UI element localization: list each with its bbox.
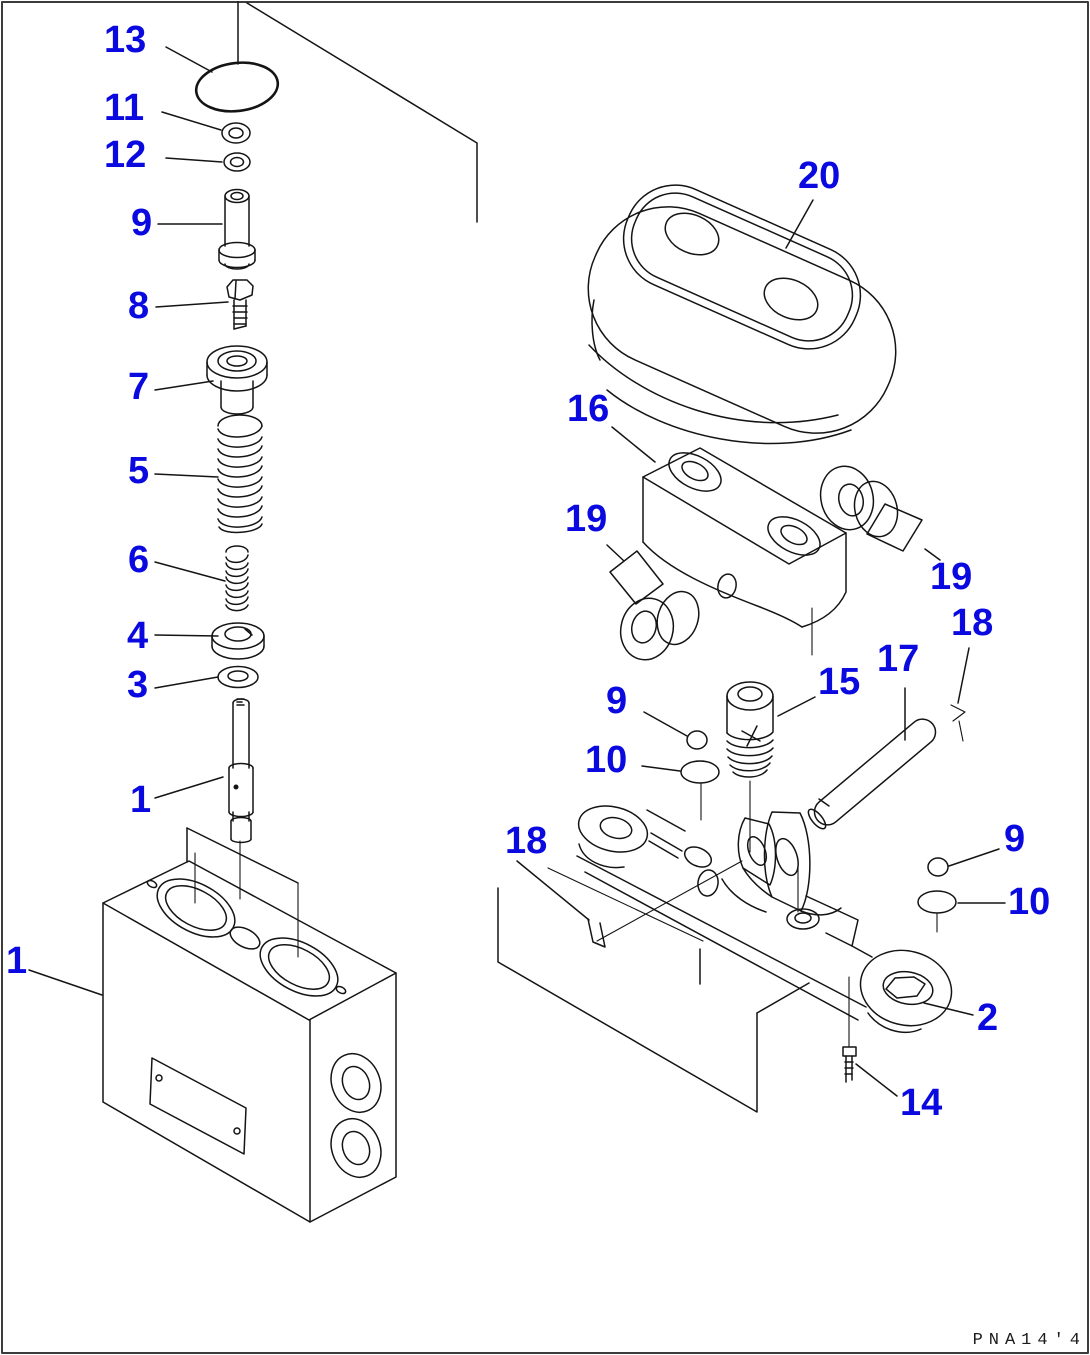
leader-line-9b [643,711,688,737]
part-label-14: 14 [900,1082,942,1124]
part-7-bushing [206,345,268,415]
part-3-washer [217,665,259,689]
part-label-6: 6 [128,539,149,581]
part-20-cover [587,184,897,445]
part-1-spool [228,698,254,900]
part-label-18b: 18 [505,820,547,862]
part-10-seat-center [680,760,720,821]
part-14-bolt [842,976,857,1083]
part-9-ball-right [927,857,949,877]
leader-line-16 [611,426,656,463]
part-label-10b: 10 [1008,881,1050,923]
part-1-valve-body [102,860,397,1223]
leader-line-4 [154,634,219,637]
part-label-9b: 9 [606,680,627,722]
part-label-7: 7 [128,366,149,408]
part-label-9c: 9 [1004,818,1025,860]
part-label-16: 16 [567,388,609,430]
part-13-boot [194,61,280,113]
part-label-1b: 1 [6,940,27,982]
part-11-washer [221,122,251,144]
part-17-pin [807,718,937,830]
leader-line-18a [957,647,970,704]
part-4-retainer [211,622,265,660]
leader-line-6 [154,561,226,582]
part-label-4: 4 [127,615,148,657]
part-label-10a: 10 [585,739,627,781]
part-label-2: 2 [977,997,998,1039]
leader-line-19a [606,544,625,562]
leader-line-14 [855,1063,898,1097]
leader-line-20 [785,199,814,249]
part-label-15: 15 [818,661,860,703]
part-label-12: 12 [104,134,146,176]
leader-line-7 [154,380,214,391]
part-9-bushing [218,188,256,270]
leader-line-12 [165,157,223,163]
part-19-roller-right [819,465,923,552]
part-2-base-plate [576,805,953,1033]
leader-line-19b [924,548,941,561]
part-12-washer [223,152,251,172]
leader-line-5 [154,473,219,478]
part-label-17: 17 [877,638,919,680]
leader-line-9c [948,848,1000,867]
leader-line-18b [516,860,590,921]
part-label-1a: 1 [130,779,151,821]
leader-line-8 [155,301,229,308]
sheet-lines-left [186,827,299,958]
part-5-spring [217,414,263,534]
pin-marks-18-left [547,860,743,948]
part-15-plug [726,681,774,853]
part-16-block [642,447,847,656]
part-label-18a: 18 [951,602,993,644]
part-8-bolt [226,279,254,330]
part-label-3: 3 [127,664,148,706]
part-9-ball-center [686,730,708,750]
leader-line-10a [641,765,681,772]
part-label-19a: 19 [565,498,607,540]
panel-outline-bottom [497,887,810,1113]
leader-line-1b [28,969,103,996]
part-label-20: 20 [798,155,840,197]
leader-line-13 [165,46,213,73]
leader-line-3 [154,676,219,689]
part-label-5: 5 [128,450,149,492]
part-label-8: 8 [128,285,149,327]
leader-line-11 [161,111,222,131]
drawing-code: PNA14'4 [973,1331,1086,1350]
part-19-roller-left [609,550,700,661]
leader-line-15 [777,696,816,717]
part-label-13: 13 [104,19,146,61]
leader-line-2 [923,1002,974,1016]
part-label-19b: 19 [930,556,972,598]
part-6-spring [225,545,249,612]
pin-marks-18-right [950,704,966,742]
part-label-9a: 9 [131,202,152,244]
leader-line-1a [154,776,224,799]
part-label-11: 11 [104,87,144,129]
part-10-seat-right [917,890,957,933]
reference-lines-top [237,1,478,223]
